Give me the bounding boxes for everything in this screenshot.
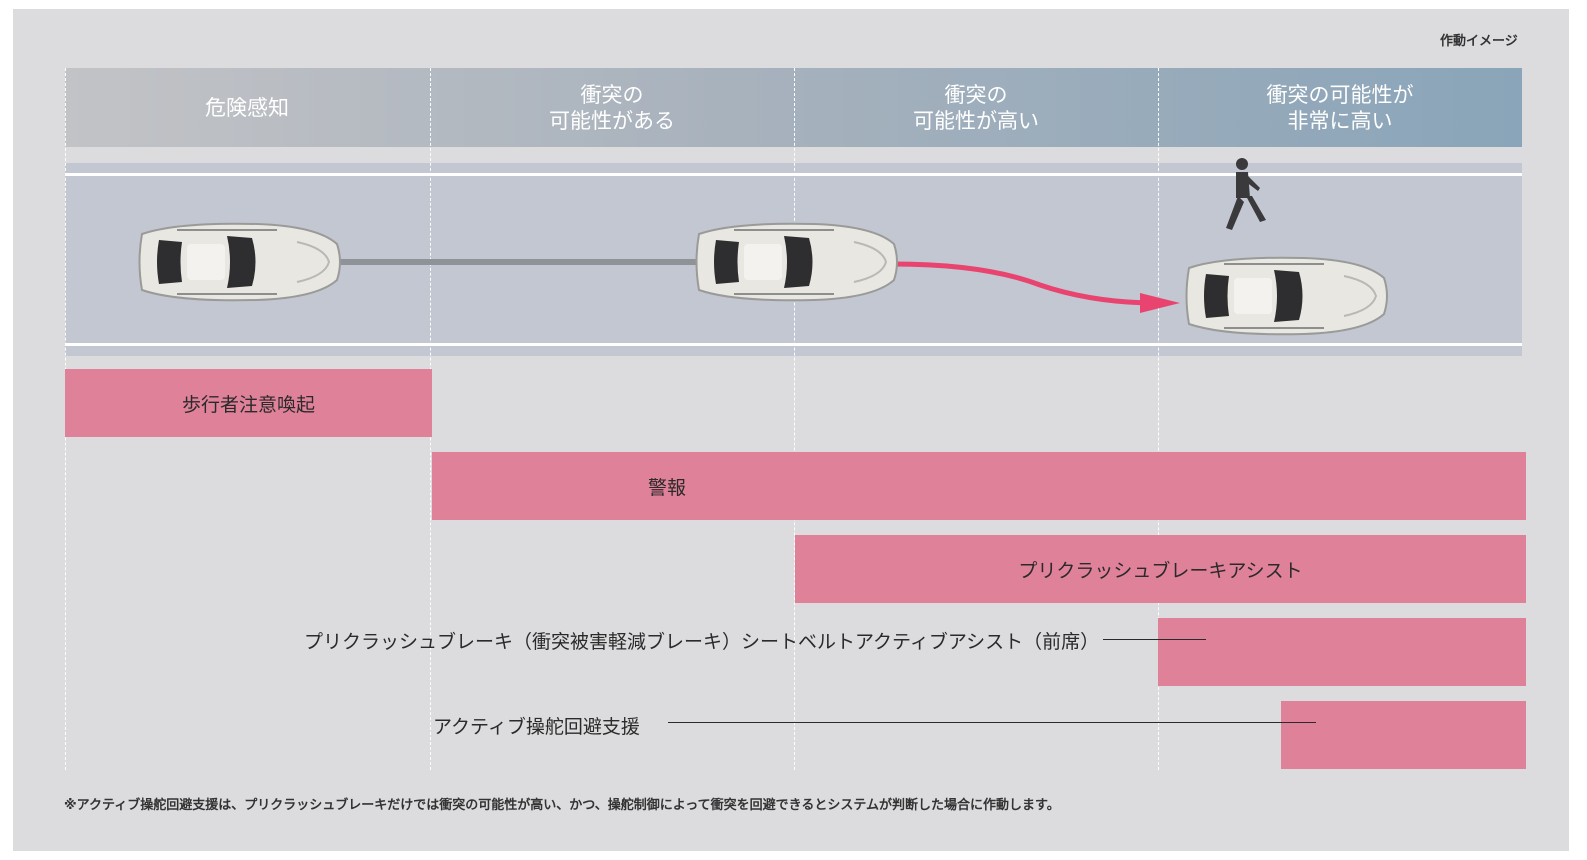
pedestrian-icon — [1226, 158, 1266, 230]
phase-divider — [794, 68, 795, 770]
phase-divider — [1158, 68, 1159, 770]
footnote: ※アクティブ操舵回避支援は、プリクラッシュブレーキだけでは衝突の可能性が高い、か… — [64, 798, 1060, 813]
phase-collision-likely: 衝突の 可能性が高い — [913, 82, 1039, 133]
phase-collision-possible: 衝突の 可能性がある — [549, 82, 675, 133]
phase-collision-imminent: 衝突の可能性が 非常に高い — [1266, 82, 1414, 133]
bar-warning: 警報 — [432, 452, 1526, 520]
phase-danger-detection: 危険感知 — [205, 95, 289, 120]
car-icon — [1185, 256, 1388, 336]
leader-line-steering — [668, 722, 1316, 723]
label-active-steering: アクティブ操舵回避支援 — [433, 716, 640, 738]
label-precrash-brake: プリクラッシュブレーキ（衝突被害軽減ブレーキ）シートベルトアクティブアシスト（前… — [304, 631, 1100, 653]
operation-image-caption: 作動イメージ — [1440, 34, 1518, 49]
bar-active-steering — [1281, 701, 1526, 769]
arrowhead-icon — [1140, 293, 1180, 313]
bar-precrash-brake — [1158, 618, 1526, 686]
bar-pedestrian-alert: 歩行者注意喚起 — [65, 369, 432, 437]
car-icon — [138, 222, 341, 302]
car-icon — [695, 222, 898, 302]
bar-pedestrian-alert-label: 歩行者注意喚起 — [181, 393, 315, 416]
phase-header — [65, 68, 1522, 147]
bar-brake-assist-label: プリクラッシュブレーキアシスト — [1018, 559, 1303, 582]
leader-line-precrash — [1103, 639, 1206, 640]
lane-line-top — [65, 173, 1522, 176]
avoidance-arrow — [892, 261, 1151, 306]
bar-warning-label: 警報 — [648, 476, 687, 499]
lane-line-bottom — [65, 343, 1522, 346]
bar-brake-assist: プリクラッシュブレーキアシスト — [795, 535, 1526, 603]
